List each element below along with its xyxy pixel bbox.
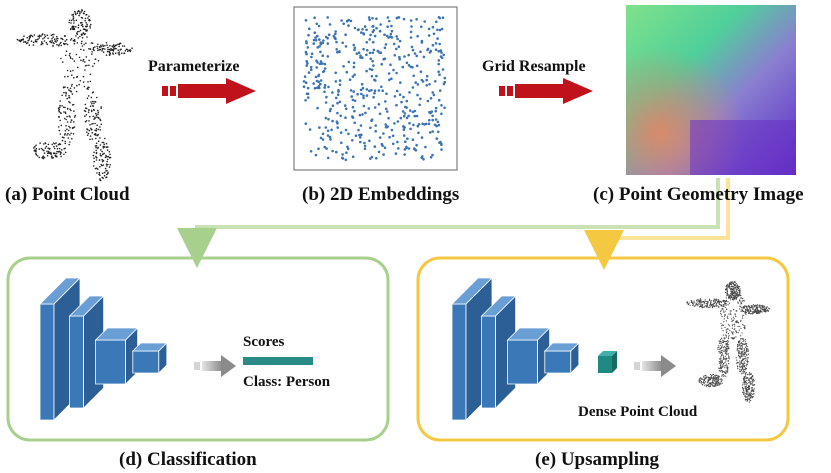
classification-frame xyxy=(6,256,390,442)
parameterize-arrow xyxy=(162,78,256,104)
upsampling-frame xyxy=(416,256,790,442)
grid-resample-label: Grid Resample xyxy=(482,58,586,75)
scores-label: Scores xyxy=(243,334,285,350)
upsampling-connector xyxy=(584,178,730,270)
output-cube xyxy=(598,351,617,373)
parameterize-label: Parameterize xyxy=(148,58,240,75)
class-label: Class: Person xyxy=(243,374,331,390)
classification-cnn xyxy=(39,277,168,421)
upsampling-gray-arrow xyxy=(634,355,676,377)
point-geometry-image xyxy=(626,5,796,175)
point-cloud-caption: (a) Point Cloud xyxy=(5,184,130,205)
classification-caption: (d) Classification xyxy=(119,449,257,470)
grid-resample-arrow xyxy=(499,78,593,104)
embeddings-caption: (b) 2D Embeddings xyxy=(302,184,460,205)
geometry-image-caption: (c) Point Geometry Image xyxy=(593,184,804,205)
embeddings-plot xyxy=(293,6,458,171)
dense-point-cloud-figure xyxy=(686,281,771,403)
dense-point-cloud-label: Dense Point Cloud xyxy=(578,404,698,420)
score-bar xyxy=(243,357,313,365)
upsampling-cnn xyxy=(451,277,580,421)
upsampling-caption: (e) Upsampling xyxy=(535,449,660,470)
classification-gray-arrow xyxy=(194,355,236,377)
point-cloud-figure xyxy=(16,9,133,182)
classification-connector xyxy=(177,178,720,268)
